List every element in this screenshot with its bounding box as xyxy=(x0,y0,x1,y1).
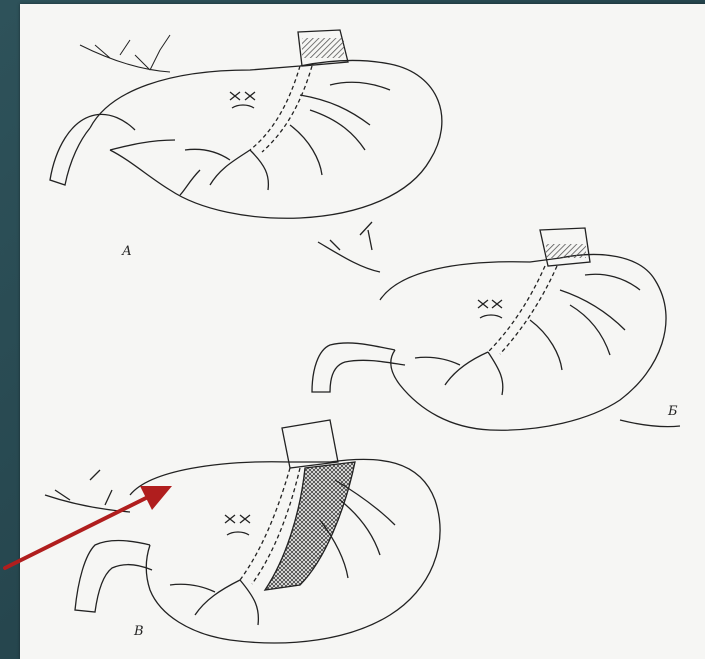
figure-label-b: Б xyxy=(668,404,678,419)
stomach-figure-a xyxy=(50,30,442,218)
stomach-figure-v xyxy=(45,420,440,643)
figure-label-a: А xyxy=(122,244,132,259)
stomach-figure-b xyxy=(312,222,680,430)
figure-label-v: В xyxy=(134,624,144,639)
